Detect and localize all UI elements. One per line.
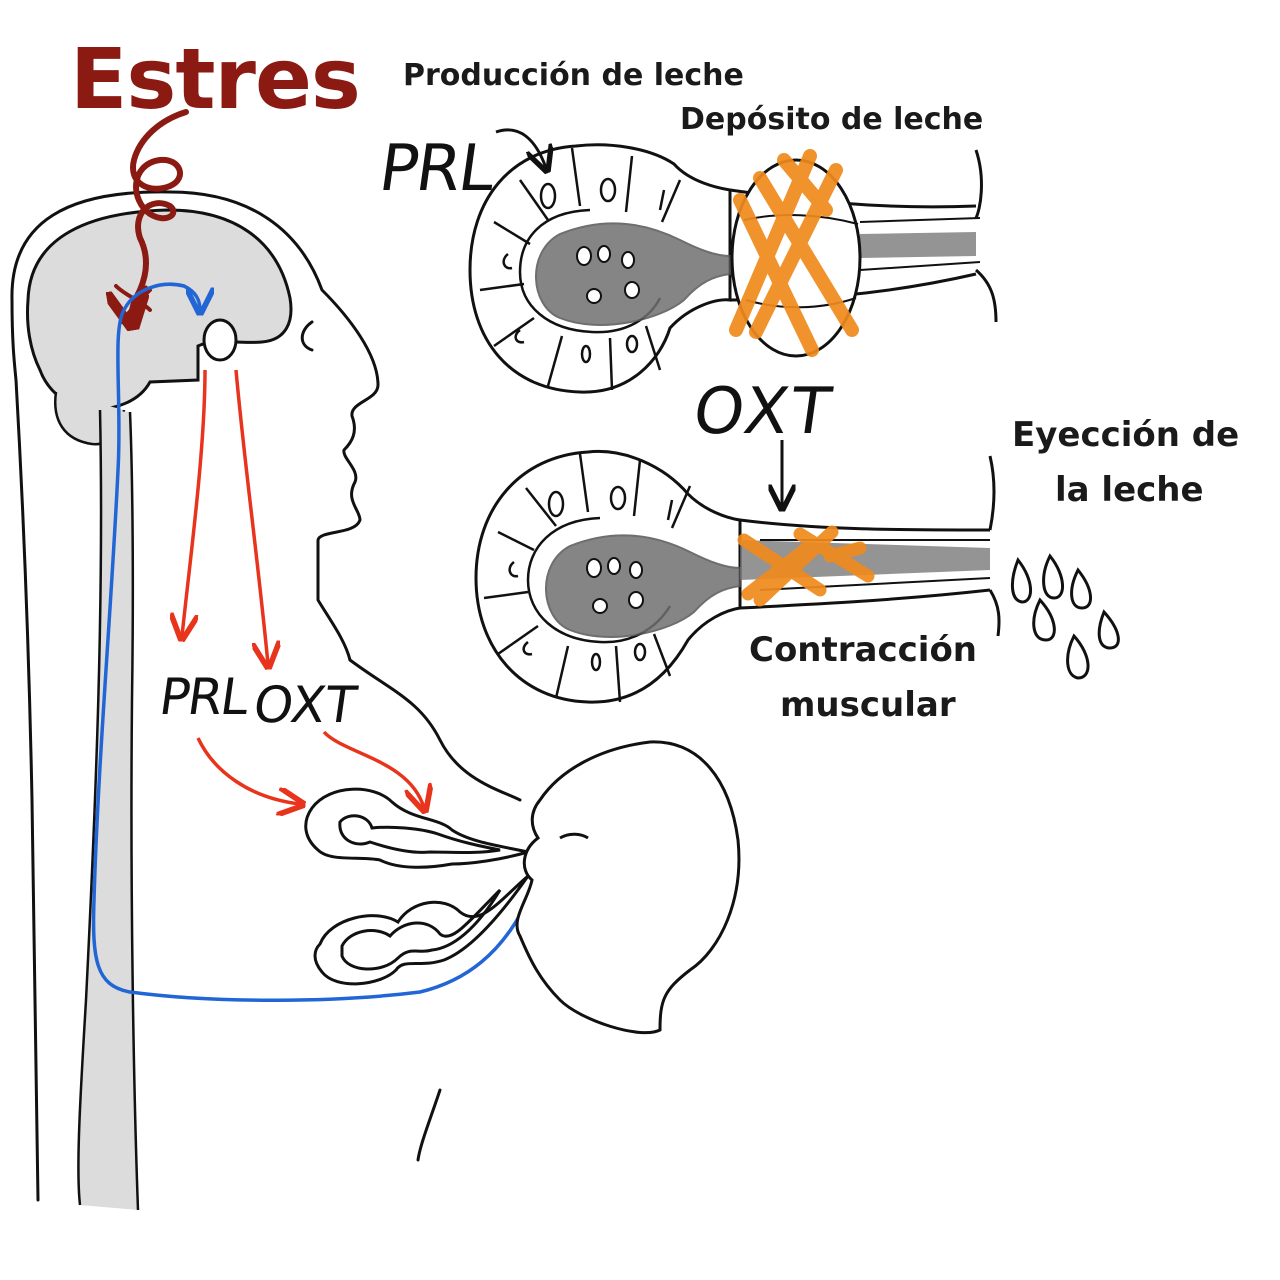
prl-label-top: PRL <box>374 132 498 206</box>
alveolus-production <box>468 128 998 394</box>
baby-head-icon <box>515 740 741 1035</box>
milk-ejection-label-line2: la leche <box>1055 470 1204 510</box>
oxt-to-breast-arrow <box>322 730 424 808</box>
muscle-contraction-label-line1: Contracción <box>749 630 978 670</box>
muscle-contraction-label-line2: muscular <box>780 685 956 725</box>
oxt-label-body: OXT <box>249 676 362 734</box>
prl-label-body: PRL <box>155 668 251 726</box>
milk-ejection-label-line1: Eyección de <box>1012 415 1240 455</box>
stress-title: Estres <box>70 30 361 128</box>
suckling-nerve-path <box>91 282 522 1002</box>
milk-deposit-label: Depósito de leche <box>680 102 984 137</box>
prl-release-arrow <box>182 369 207 636</box>
spinal-cord <box>78 410 138 1210</box>
oxt-release-arrow <box>234 369 268 664</box>
pituitary-icon <box>202 318 238 362</box>
milk-drop-icon <box>1011 553 1120 680</box>
brain-icon <box>26 208 293 412</box>
milk-production-label: Producción de leche <box>403 58 744 93</box>
breast-glands <box>304 787 530 986</box>
oxt-label-middle: OXT <box>688 375 840 449</box>
stress-squiggle <box>131 109 189 322</box>
myoepithelial-muscle <box>729 149 859 357</box>
prl-to-breast-arrow <box>196 737 300 804</box>
human-figure <box>10 190 522 1202</box>
alveolus-ejection <box>474 449 1120 704</box>
